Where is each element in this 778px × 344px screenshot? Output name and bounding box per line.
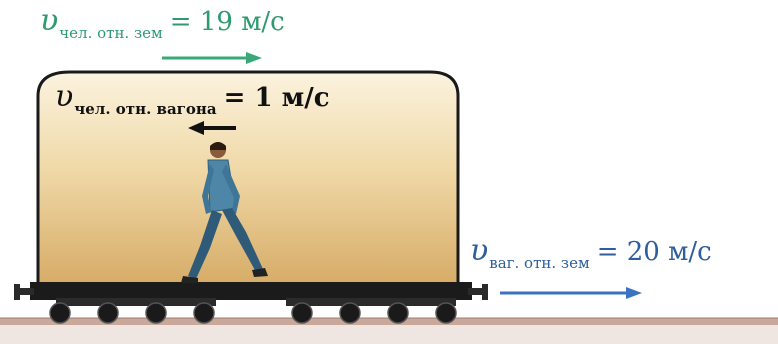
arrow-person-earth (162, 52, 262, 64)
velocity-value: = 19 м/с (169, 7, 285, 37)
velocity-subscript: ваг. отн. зем (489, 254, 590, 272)
velocity-value: = 1 м/с (223, 83, 330, 113)
velocity-value: = 20 м/с (596, 237, 712, 267)
arrow-wagon-earth (500, 287, 642, 299)
label-velocity-person-relative-wagon: υчел. отн. вагона = 1 м/с (55, 79, 330, 117)
label-velocity-wagon-relative-earth: υваг. отн. зем = 20 м/с (470, 233, 712, 271)
label-velocity-person-relative-earth: υчел. отн. зем = 19 м/с (40, 3, 285, 41)
wagon-body (36, 70, 460, 288)
arrow-person-wagon (188, 121, 236, 135)
velocity-subscript: чел. отн. вагона (74, 100, 217, 118)
ground (0, 317, 778, 344)
person-figure (181, 142, 268, 283)
velocity-symbol: υ (470, 233, 489, 268)
wagon-wheels (49, 302, 457, 324)
velocity-subscript: чел. отн. зем (59, 24, 163, 42)
wagon-chassis (14, 282, 488, 306)
velocity-symbol: υ (40, 3, 59, 38)
velocity-symbol: υ (55, 79, 74, 114)
